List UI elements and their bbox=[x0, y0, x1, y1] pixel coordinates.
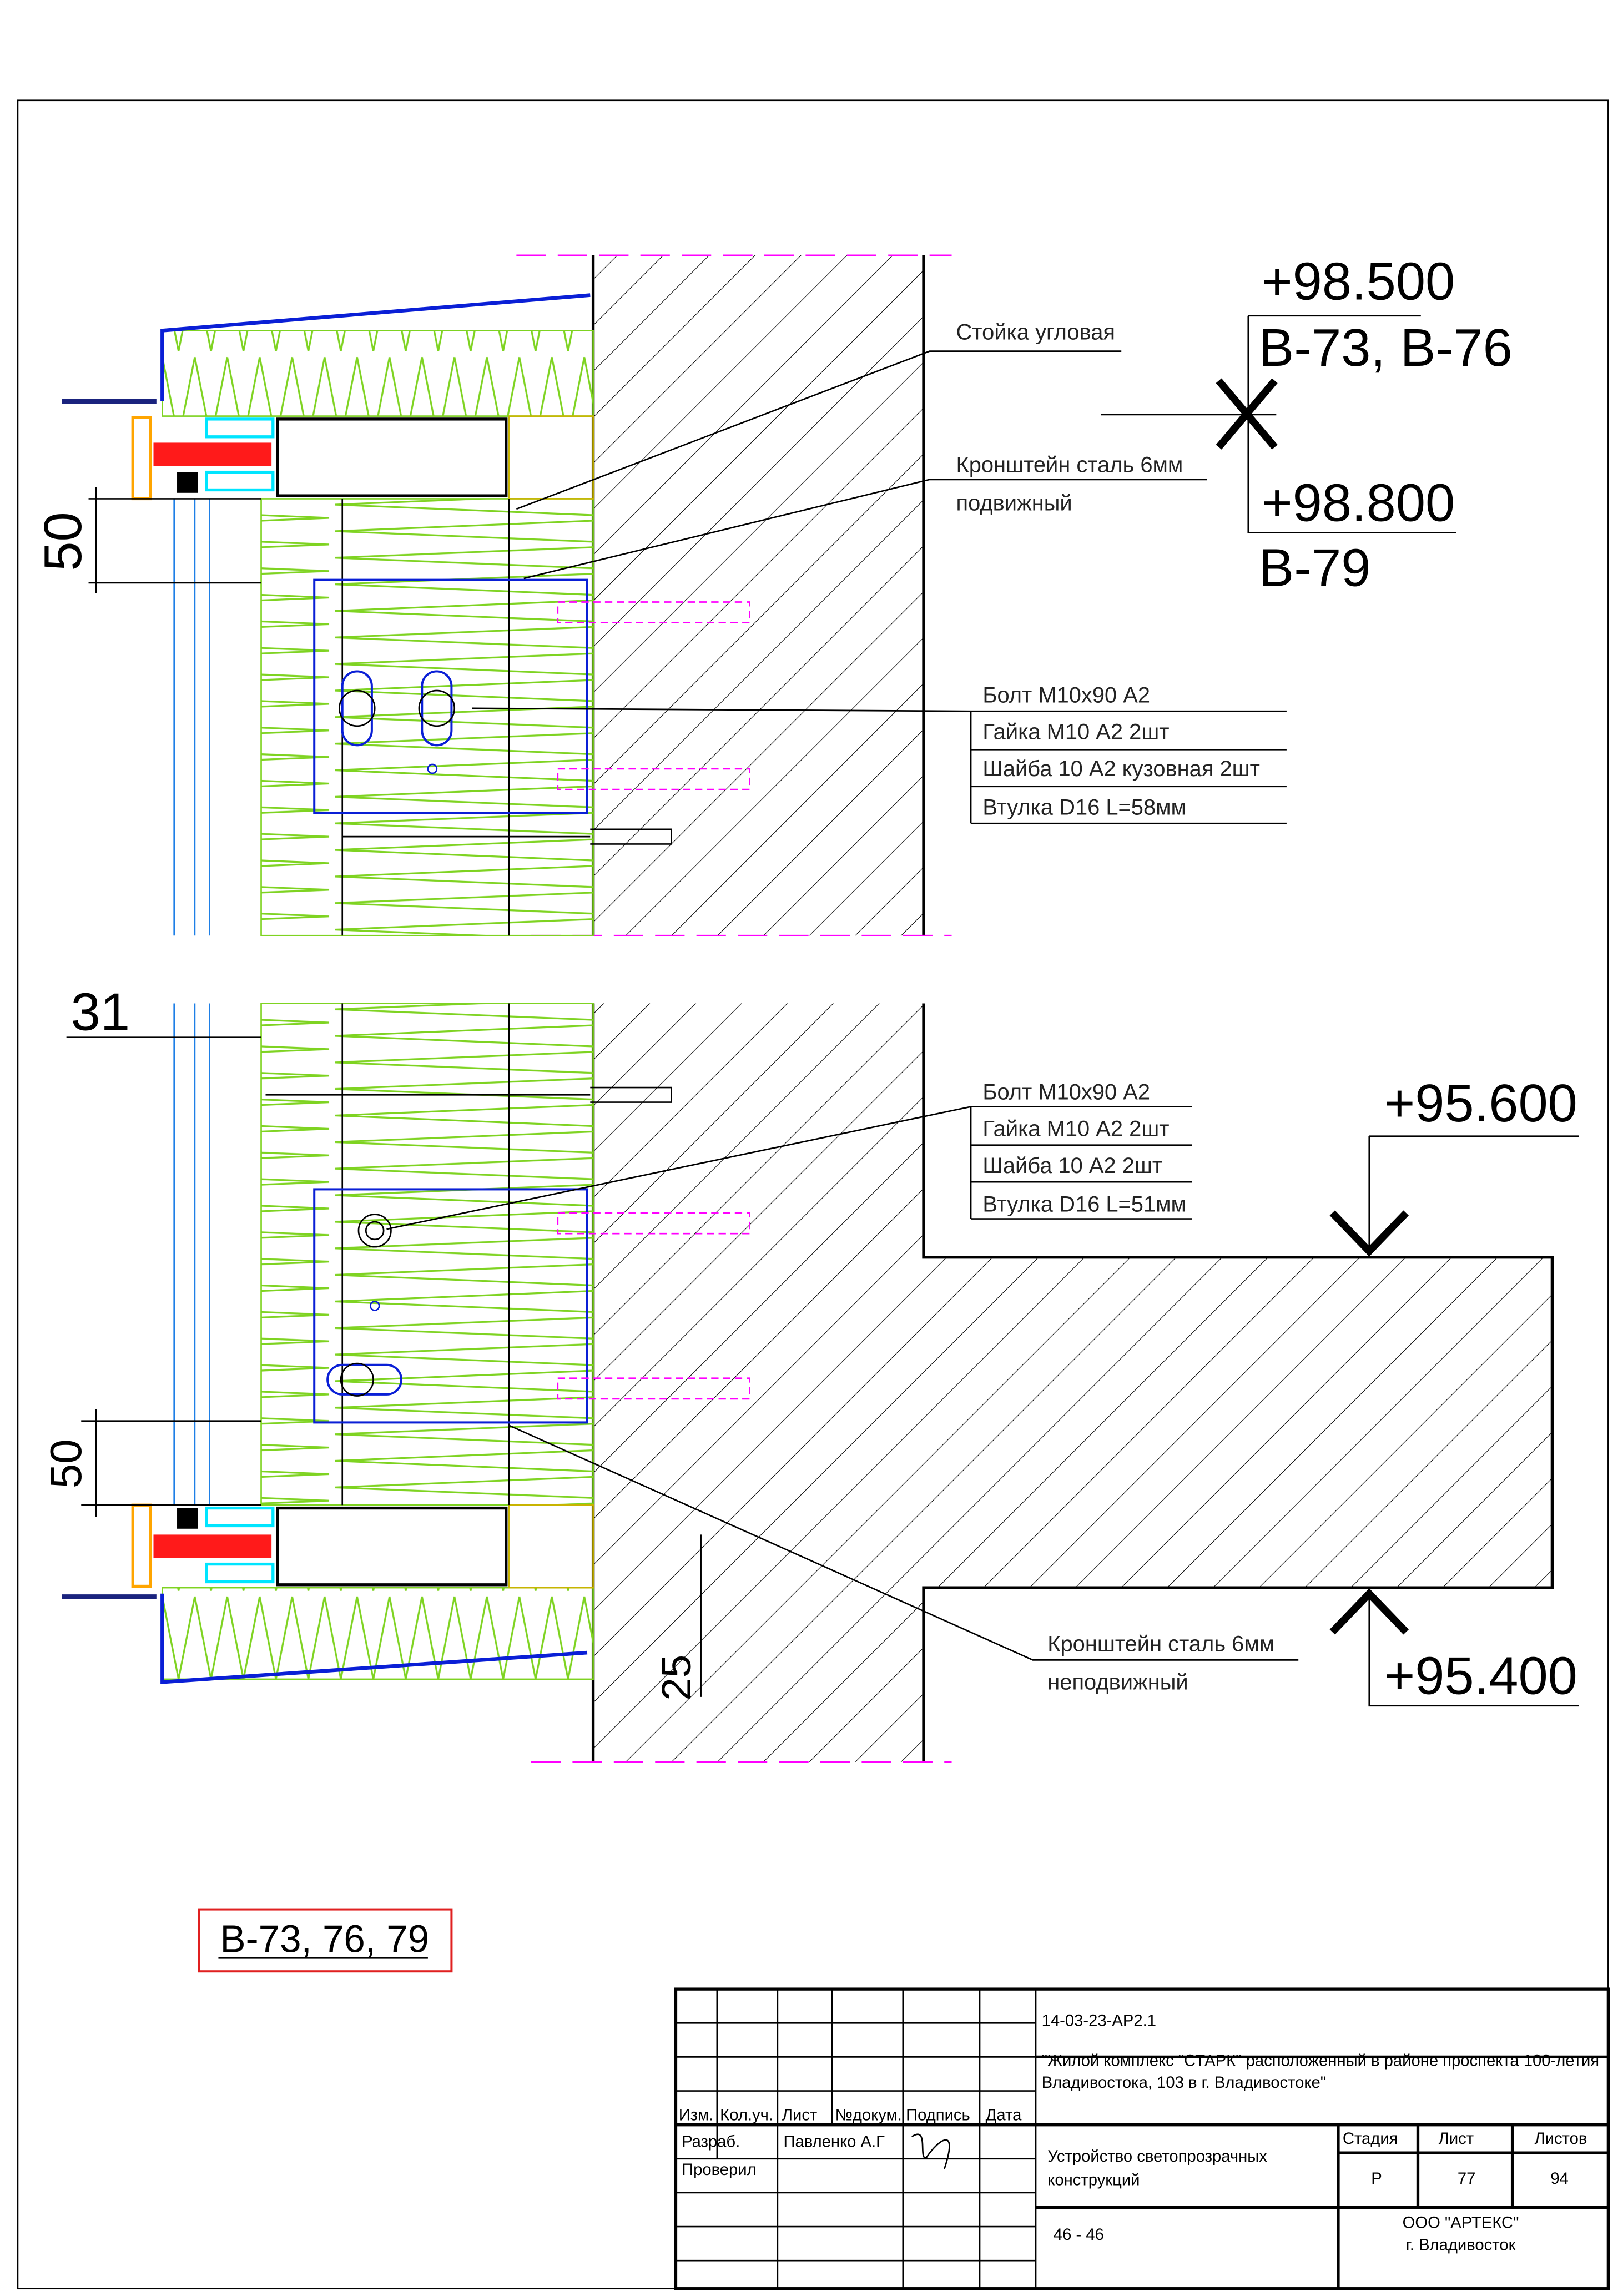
anchor bbox=[557, 768, 750, 790]
dimension-50-lower: 50 bbox=[41, 1439, 90, 1488]
flashing bbox=[160, 1593, 588, 1684]
header-signature: Подпись bbox=[906, 2107, 970, 2124]
hardware-item: Гайка М10 А2 2шт bbox=[982, 1117, 1169, 1141]
hardware-item: Гайка М10 А2 2шт bbox=[982, 720, 1169, 744]
section-label: 46 - 46 bbox=[1054, 2226, 1104, 2244]
label-bracket: Кронштейн сталь 6мм bbox=[956, 453, 1183, 477]
sheets-value: 94 bbox=[1550, 2170, 1569, 2188]
label-bracket-fixed: Кронштейн сталь 6мм bbox=[1047, 1632, 1274, 1656]
anchor bbox=[557, 1377, 750, 1400]
elevation-ref-b73-b76: В-73, В-76 bbox=[1258, 318, 1512, 377]
developed-name: Павленко А.Г bbox=[783, 2133, 885, 2151]
project-name-line2: Владивостока, 103 в г. Владивостоке" bbox=[1042, 2074, 1327, 2092]
sheet-value: 77 bbox=[1458, 2170, 1476, 2188]
elevation-98500: +98.500 bbox=[1262, 252, 1455, 311]
hardware-item: Шайба 10 А2 2шт bbox=[982, 1154, 1162, 1178]
gasket bbox=[153, 1534, 272, 1558]
upper-detail: 50 Стойка угловая Кронштейн сталь 6мм по… bbox=[33, 252, 1513, 936]
hardware-leader bbox=[472, 707, 1287, 824]
label-bracket-type: подвижный bbox=[956, 491, 1072, 516]
header-sheet: Лист bbox=[782, 2107, 818, 2124]
stage-value: Р bbox=[1371, 2170, 1382, 2188]
stage-label: Стадия bbox=[1343, 2130, 1398, 2148]
developed-label: Разраб. bbox=[682, 2133, 740, 2151]
corner-post bbox=[276, 1506, 508, 1587]
dimension-50: 50 bbox=[33, 512, 93, 571]
elevation-95600: +95.600 bbox=[1384, 1074, 1577, 1133]
hardware-item: Болт М10х90 А2 bbox=[982, 683, 1150, 707]
leader-corner-post bbox=[516, 350, 1122, 510]
bracket-movable bbox=[313, 578, 588, 814]
signature bbox=[911, 2133, 950, 2169]
insulation-bottom bbox=[162, 1587, 594, 1680]
concrete-wall-slab bbox=[593, 1003, 1553, 1762]
header-qty: Кол.уч. bbox=[720, 2107, 773, 2124]
gasket bbox=[153, 442, 272, 466]
header-doc: №докум. bbox=[835, 2107, 902, 2124]
sheet-title-line2: конструкций bbox=[1047, 2172, 1140, 2189]
elevation-ref-b79: В-79 bbox=[1258, 538, 1370, 597]
insulation bbox=[260, 1003, 594, 1506]
hardware-item: Болт М10х90 А2 bbox=[982, 1080, 1150, 1104]
elevation-mark-upper: +98.500 В-73, В-76 +98.800 В-79 bbox=[1100, 252, 1513, 597]
elevation-95400: +95.400 bbox=[1384, 1646, 1577, 1705]
document-code: 14-03-23-АР2.1 bbox=[1042, 2012, 1156, 2030]
hardware-leader bbox=[386, 1106, 1192, 1230]
lower-detail: 31 50 25 Болт М10х90 А2 Гайка М10 А2 2шт… bbox=[41, 982, 1579, 1763]
header-date: Дата bbox=[986, 2107, 1022, 2124]
company-city: г. Владивосток bbox=[1406, 2237, 1516, 2254]
header-change: Изм. bbox=[679, 2107, 714, 2124]
hardware-item: Втулка D16 L=58мм bbox=[982, 795, 1186, 819]
insulation bbox=[260, 498, 594, 936]
flashing bbox=[160, 293, 591, 402]
insulation-top bbox=[162, 330, 594, 417]
sheet-label: Лист bbox=[1439, 2130, 1474, 2148]
bracket-fixed bbox=[313, 1188, 588, 1424]
label-bracket-fixed-type: неподвижный bbox=[1047, 1670, 1188, 1695]
detail-tag-box bbox=[198, 1908, 453, 1973]
elevation-98800: +98.800 bbox=[1262, 473, 1455, 532]
hardware-item: Втулка D16 L=51мм bbox=[982, 1192, 1186, 1216]
sheets-label: Листов bbox=[1534, 2130, 1587, 2148]
label-corner-post: Стойка угловая bbox=[956, 320, 1115, 344]
dimension-25: 25 bbox=[653, 1655, 699, 1701]
detail-tag: В-73, 76, 79 bbox=[220, 1917, 430, 1961]
anchor bbox=[557, 1212, 750, 1235]
dimension-31: 31 bbox=[71, 982, 130, 1041]
elevation-mark-lower: +95.600 +95.400 bbox=[1329, 1074, 1579, 1707]
sheet-title-line1: Устройство светопрозрачных bbox=[1047, 2148, 1267, 2166]
anchor bbox=[557, 601, 750, 624]
checked-label: Проверил bbox=[682, 2161, 757, 2179]
project-name-line1: "Жилой комплекс "СТАРК" расположенный в … bbox=[1042, 2052, 1599, 2070]
hardware-item: Шайба 10 А2 кузовная 2шт bbox=[982, 757, 1260, 781]
concrete-wall bbox=[593, 255, 924, 936]
title-block: 14-03-23-АР2.1 "Жилой комплекс "СТАРК" р… bbox=[674, 1987, 1610, 2290]
corner-post bbox=[276, 417, 508, 497]
company-name: ООО "АРТЕКС" bbox=[1403, 2214, 1519, 2232]
